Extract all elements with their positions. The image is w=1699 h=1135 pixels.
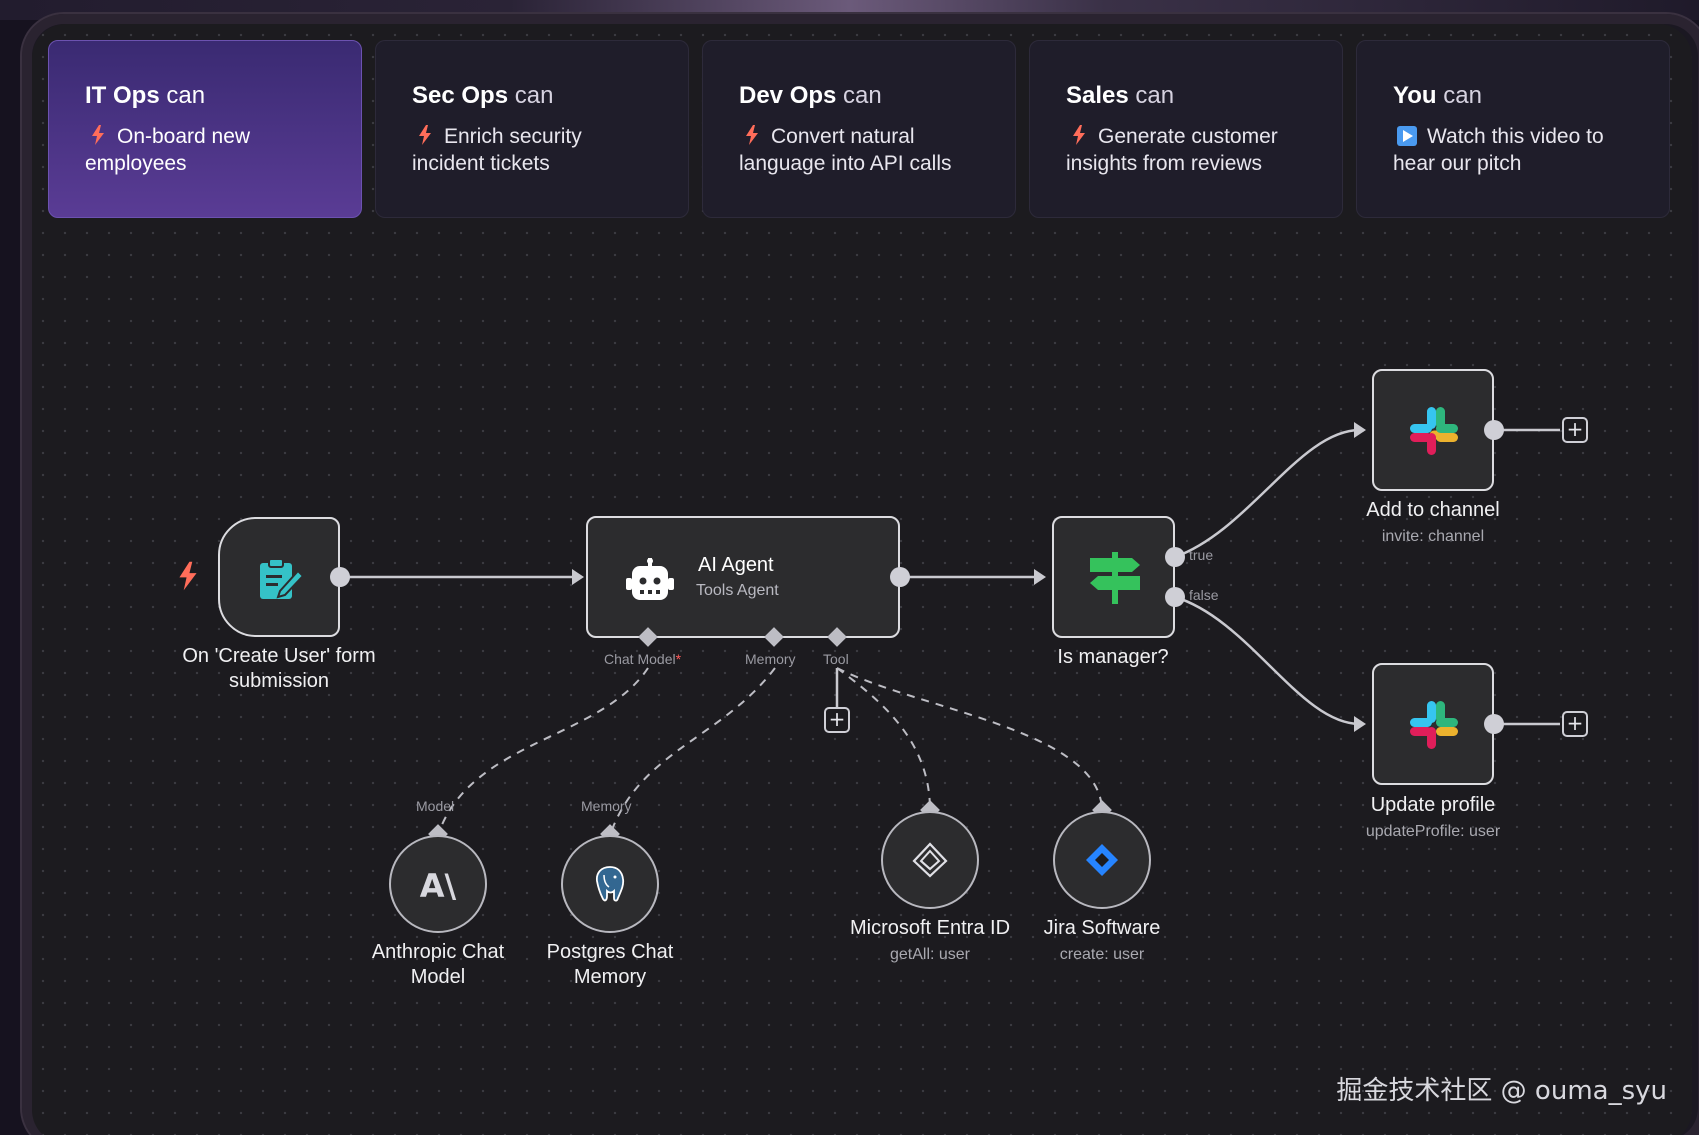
- memory-input-label: Memory: [581, 798, 632, 814]
- entra-label: Microsoft Entra ID: [849, 917, 1011, 939]
- play-icon: [1397, 126, 1417, 146]
- update-profile-node[interactable]: [1372, 663, 1494, 785]
- add-node-after-channel-button[interactable]: +: [1562, 417, 1588, 443]
- update-profile-subtitle: updateProfile: user: [1365, 823, 1501, 840]
- entra-icon: [912, 842, 948, 878]
- signpost-icon: [1090, 552, 1140, 604]
- true-label: true: [1189, 547, 1214, 563]
- tab-title: You can: [1393, 82, 1482, 109]
- add-node-after-profile-button[interactable]: +: [1562, 711, 1588, 737]
- form-trigger-node[interactable]: [218, 517, 340, 637]
- trigger-bolt-icon: [179, 561, 197, 591]
- add-channel-output-handle[interactable]: [1484, 420, 1504, 440]
- anthropic-icon: A\: [419, 867, 457, 905]
- entra-subtitle: getAll: user: [889, 946, 971, 963]
- add-to-channel-node[interactable]: [1372, 369, 1494, 491]
- robot-icon: [626, 558, 674, 600]
- jira-subtitle: create: user: [1059, 946, 1145, 963]
- agent-subtitle: Tools Agent: [696, 582, 779, 599]
- add-tool-button[interactable]: +: [824, 707, 850, 733]
- add-to-channel-subtitle: invite: channel: [1381, 528, 1485, 545]
- is-manager-label: Is manager?: [1057, 646, 1169, 668]
- is-manager-node[interactable]: [1052, 516, 1175, 638]
- postgres-elephant-icon: [596, 866, 625, 902]
- anthropic-chat-model-node[interactable]: A\: [389, 835, 487, 933]
- postgres-chat-memory-node[interactable]: [561, 835, 659, 933]
- memory-port-label: Memory: [745, 651, 796, 667]
- tab-title: Dev Ops can: [739, 82, 882, 109]
- ai-agent-node[interactable]: AI Agent Tools Agent: [586, 516, 900, 638]
- slack-icon: [1410, 407, 1458, 455]
- slack-icon: [1410, 701, 1458, 749]
- tab-title: Sec Ops can: [412, 82, 554, 109]
- jira-software-node[interactable]: [1053, 811, 1151, 909]
- model-port-label: Model: [416, 798, 455, 814]
- false-output-handle[interactable]: [1165, 587, 1185, 607]
- microsoft-entra-id-node[interactable]: [881, 811, 979, 909]
- update-profile-output-handle[interactable]: [1484, 714, 1504, 734]
- jira-label: Jira Software: [1043, 917, 1161, 939]
- add-to-channel-label: Add to channel: [1366, 499, 1500, 521]
- tab-title: IT Ops can: [85, 82, 206, 109]
- chat-model-port-label: Chat Model*: [604, 651, 682, 667]
- tool-port-label: Tool: [823, 651, 849, 667]
- agent-output-handle[interactable]: [890, 567, 910, 587]
- true-output-handle[interactable]: [1165, 547, 1185, 567]
- agent-title: AI Agent: [698, 554, 774, 576]
- bolt-icon: [92, 125, 104, 145]
- false-label: false: [1189, 587, 1219, 603]
- bolt-icon: [419, 125, 431, 145]
- bolt-icon: [1073, 125, 1085, 145]
- bolt-icon: [746, 125, 758, 145]
- form-icon: [260, 558, 304, 599]
- update-profile-label: Update profile: [1370, 794, 1496, 816]
- watermark: 掘金技术社区 @ ouma_syu: [1336, 1076, 1667, 1106]
- trigger-output-handle[interactable]: [330, 567, 350, 587]
- tab-title: Sales can: [1066, 82, 1175, 109]
- jira-icon: [1086, 844, 1118, 876]
